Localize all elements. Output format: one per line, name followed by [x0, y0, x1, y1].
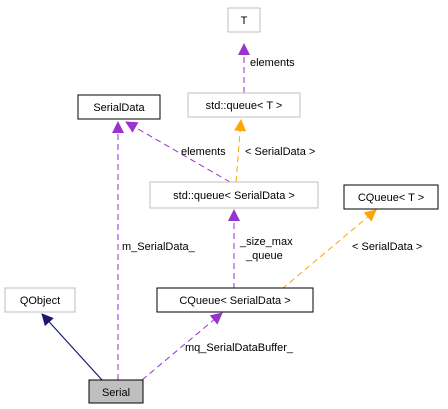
node-std-queue-t[interactable]: std::queue< T > [187, 92, 301, 118]
node-qobject[interactable]: QObject [4, 287, 76, 313]
edge-queue-serialdata-to-serialdata: elements [125, 121, 231, 183]
node-serialdata[interactable]: SerialData [77, 94, 161, 120]
node-box [187, 92, 301, 118]
node-box [4, 287, 76, 313]
node-label: SerialData [93, 102, 145, 114]
node-cqueue-t[interactable]: CQueue< T > [343, 184, 439, 210]
node-label: std::queue< SerialData > [173, 190, 295, 202]
node-label: CQueue< SerialData > [179, 295, 290, 307]
node-label: QObject [20, 295, 60, 307]
node-box [343, 184, 439, 210]
edge-label-serialdata-template-1: < SerialData > [245, 146, 315, 158]
edge-line [234, 119, 247, 183]
node-std-queue-serialdata[interactable]: std::queue< SerialData > [149, 181, 319, 209]
node-cqueue-serialdata[interactable]: CQueue< SerialData > [156, 287, 314, 313]
edge-label-size-max: _size_max [239, 236, 293, 248]
edge-label-elements-top: elements [250, 57, 295, 69]
node-box [149, 181, 319, 209]
edge-cqueue-serialdata-to-cqueue-t: < SerialData > [281, 209, 422, 290]
node-label: Serial [102, 387, 130, 399]
edge-queue-serialdata-to-queue-t: < SerialData > [234, 119, 315, 183]
edge-serial-inherits-qobject [41, 313, 103, 381]
node-t[interactable]: T [227, 7, 261, 33]
nodes: T std::queue< T > SerialData std::queue<… [4, 7, 439, 404]
edge-serial-to-serialdata: m_SerialData_ [112, 121, 196, 380]
node-label: CQueue< T > [358, 192, 424, 204]
edge-line [141, 312, 223, 381]
edge-label-queue: _queue [245, 250, 283, 262]
node-label: T [241, 15, 248, 27]
node-label: std::queue< T > [206, 100, 283, 112]
edge-line [125, 121, 231, 183]
node-box [156, 287, 314, 313]
node-box [227, 7, 261, 33]
edge-label-serialdata-template-2: < SerialData > [352, 241, 422, 253]
edge-label-mq-serialdatabuffer: mq_SerialDataBuffer_ [185, 342, 294, 354]
edge-serial-to-cqueue-serialdata: mq_SerialDataBuffer_ [141, 312, 294, 381]
edge-line [281, 209, 377, 290]
node-box [88, 379, 144, 404]
edge-label-elements: elements [181, 146, 226, 158]
edges: elements elements < SerialData > _size_m… [41, 43, 422, 381]
edge-line [41, 313, 103, 381]
node-serial[interactable]: Serial [88, 379, 144, 404]
node-box [77, 94, 161, 120]
edge-label-m-serialdata: m_SerialData_ [122, 241, 196, 253]
edge-queue-t-to-t: elements [238, 43, 295, 93]
edge-cqueue-serialdata-to-queue-serialdata: _size_max _queue [228, 209, 293, 289]
